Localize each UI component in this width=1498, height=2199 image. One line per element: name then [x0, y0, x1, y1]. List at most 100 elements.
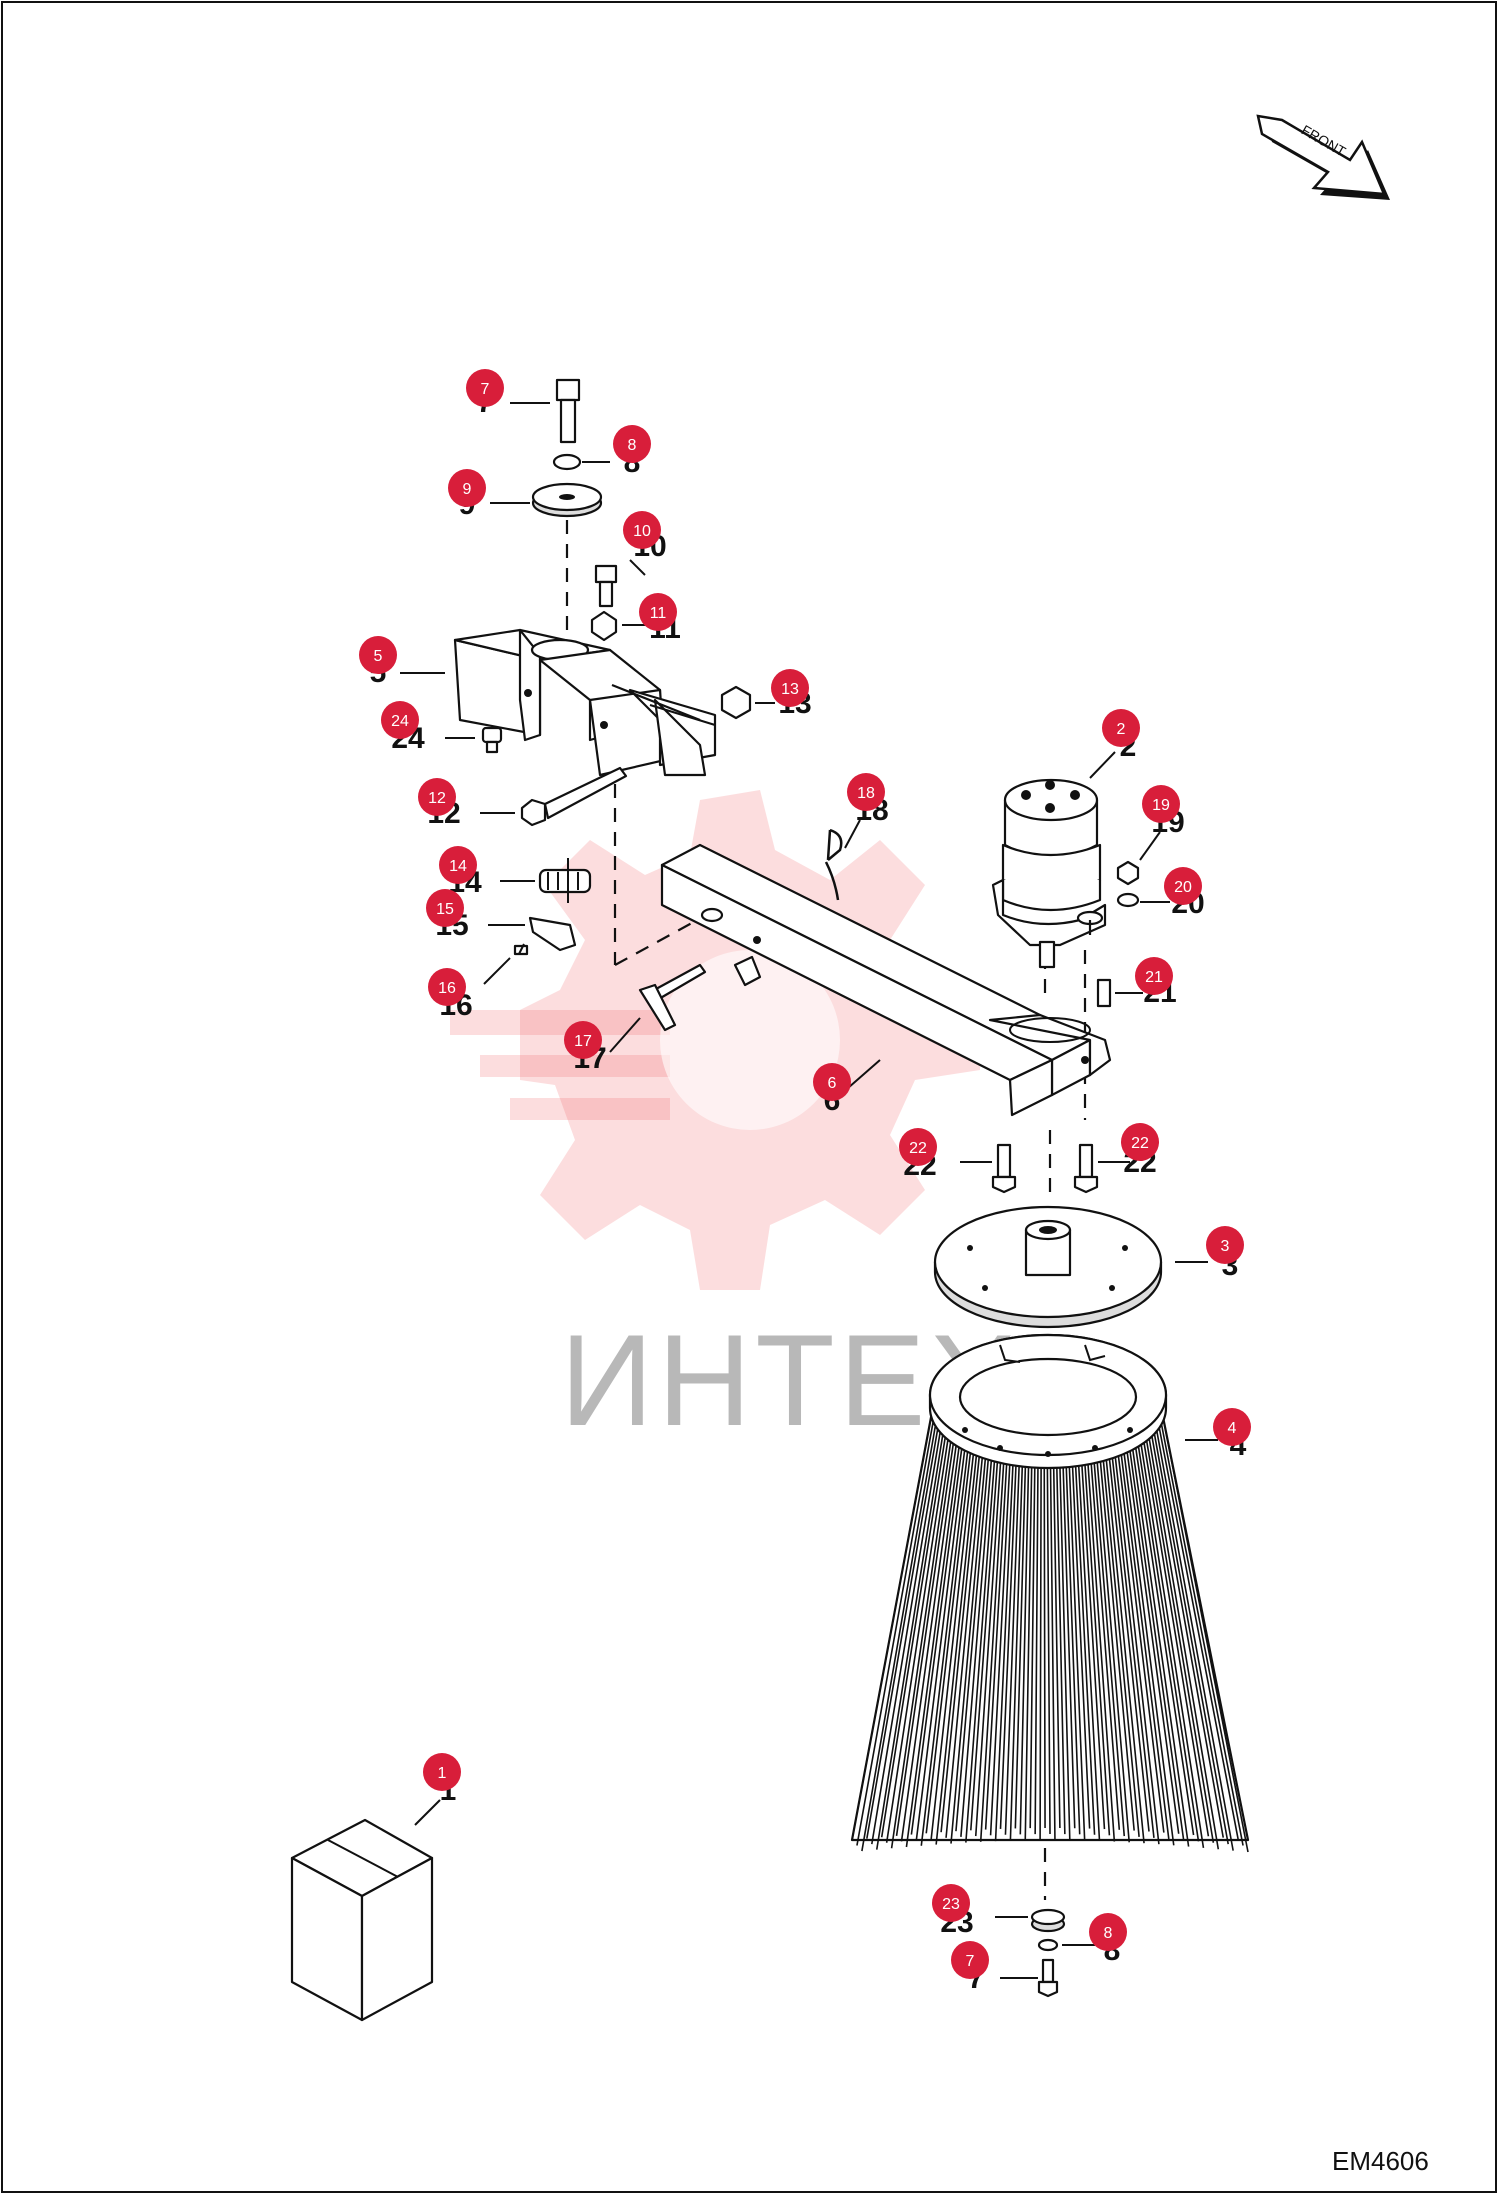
callout-badge [448, 469, 486, 507]
callout-badge-number: 8 [1104, 1925, 1113, 1942]
handle-pin-17 [638, 963, 707, 1032]
callout-badge-number: 11 [650, 605, 667, 622]
callout-badge-number: 22 [909, 1140, 927, 1157]
callout-badge-number: 22 [1131, 1135, 1149, 1152]
callout-badge [899, 1128, 937, 1166]
leader-line [844, 819, 861, 849]
mounting-bracket-5 [453, 628, 717, 777]
callout-badge [423, 1753, 461, 1791]
washer-8-top [552, 453, 582, 471]
brush-4 [850, 1333, 1250, 1853]
bolt-10 [594, 564, 618, 608]
nut-19 [1116, 860, 1140, 886]
washer-9 [531, 482, 603, 518]
callout-badge-number: 24 [391, 713, 409, 730]
callout-badge [1121, 1123, 1159, 1161]
callout-c8a: 88 [582, 425, 651, 479]
bolt-7-bottom [1037, 1958, 1059, 1998]
callout-badge-number: 8 [628, 437, 637, 454]
leader-line [1139, 831, 1161, 861]
leader-line [1089, 751, 1116, 779]
callout-c12: 1212 [418, 778, 515, 830]
callout-badge [1089, 1913, 1127, 1951]
callout-badge-number: 6 [828, 1075, 837, 1092]
callouts: 7788991010111155131324241212141415151616… [359, 369, 1251, 1995]
callout-badge-number: 14 [449, 858, 467, 875]
callout-badge [466, 369, 504, 407]
callout-badge-number: 2 [1117, 721, 1126, 738]
callout-c2: 22 [1089, 709, 1140, 779]
callout-c21: 2121 [1115, 957, 1177, 1009]
callout-badge-number: 21 [1145, 969, 1163, 986]
callout-badge-number: 10 [633, 523, 651, 540]
washer-20 [1116, 892, 1140, 908]
callout-c13: 1313 [755, 669, 812, 720]
hub-plate-3 [933, 1205, 1163, 1329]
callout-badge-number: 3 [1221, 1238, 1230, 1255]
callout-badge [418, 778, 456, 816]
callout-c14: 1414 [439, 846, 535, 899]
callout-c7a: 77 [466, 369, 550, 419]
bolt-12 [520, 766, 628, 827]
leader-line [847, 1059, 881, 1089]
callout-badge-number: 16 [438, 980, 456, 997]
callout-badge [381, 701, 419, 739]
callout-badge [428, 968, 466, 1006]
hydraulic-motor-2 [991, 778, 1107, 969]
callout-badge-number: 15 [436, 901, 454, 918]
callout-c8b: 88 [1062, 1913, 1127, 1967]
callout-badge [1206, 1226, 1244, 1264]
nut-11 [590, 610, 618, 642]
callout-c7b: 77 [951, 1941, 1038, 1995]
callout-c11: 1111 [622, 593, 681, 645]
callout-badge [1142, 785, 1180, 823]
leader-line [629, 559, 646, 576]
callout-c5: 55 [359, 636, 445, 689]
callout-badge-number: 18 [857, 785, 875, 802]
hair-pin-18 [824, 828, 843, 901]
callout-c3: 33 [1175, 1226, 1244, 1282]
clamp-15 [528, 916, 577, 952]
callout-c15: 1515 [426, 889, 525, 942]
callout-badge [564, 1021, 602, 1059]
leader-line [483, 957, 511, 985]
callout-c20: 2020 [1140, 867, 1205, 920]
spring-14 [538, 858, 592, 903]
callout-badge [813, 1063, 851, 1101]
callout-c6: 66 [813, 1059, 881, 1117]
callout-badge [847, 773, 885, 811]
callout-badge [623, 511, 661, 549]
callout-badge-number: 7 [481, 381, 490, 398]
callout-badge-number: 4 [1228, 1420, 1237, 1437]
callout-badge [359, 636, 397, 674]
front-arrow-icon: FRONT [1256, 114, 1390, 200]
drawing-code: EM4606 [1332, 2146, 1429, 2176]
bolt-22-right [1073, 1143, 1099, 1194]
screw-16 [513, 943, 529, 956]
callout-badge [426, 889, 464, 927]
bolt-7-top [555, 378, 581, 444]
callout-badge [932, 1884, 970, 1922]
callout-c1: 11 [414, 1753, 461, 1826]
callout-badge [639, 593, 677, 631]
callout-badge [1102, 709, 1140, 747]
callout-badge [1164, 867, 1202, 905]
nut-13 [720, 685, 752, 720]
kit-box-1 [290, 1818, 434, 2022]
callout-badge [1135, 957, 1173, 995]
key-21 [1096, 978, 1112, 1008]
grease-fitting-24 [481, 726, 503, 754]
callout-badge-number: 23 [942, 1896, 960, 1913]
callout-badge [771, 669, 809, 707]
callout-badge-number: 1 [438, 1765, 447, 1782]
callout-badge [439, 846, 477, 884]
callout-c4: 44 [1185, 1408, 1251, 1462]
callout-badge-number: 13 [781, 681, 799, 698]
